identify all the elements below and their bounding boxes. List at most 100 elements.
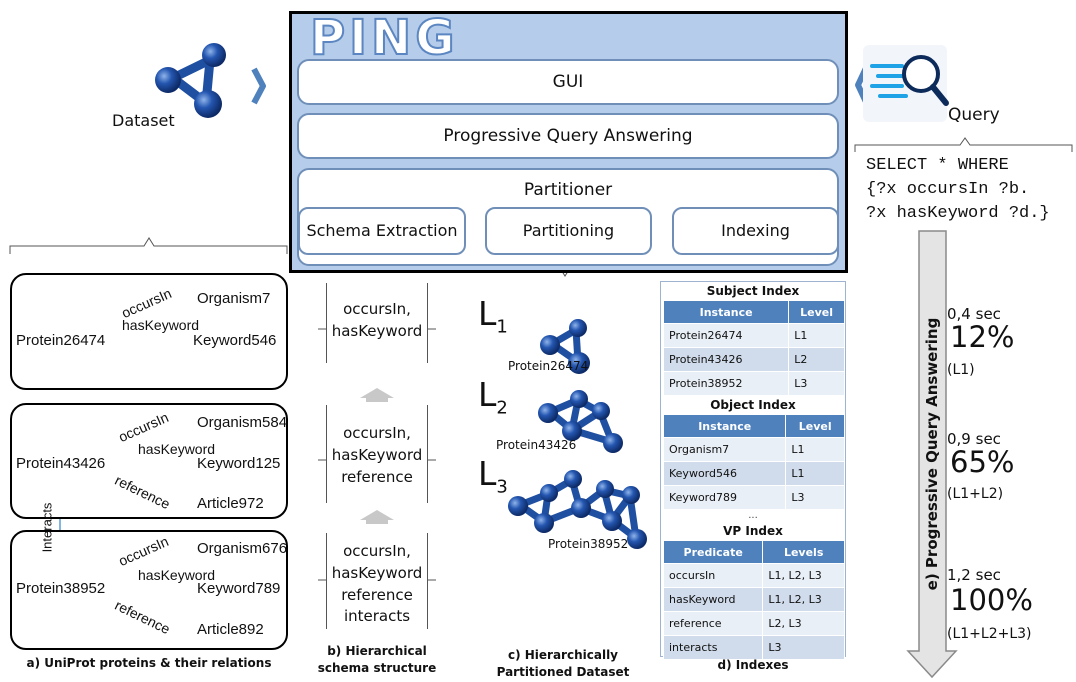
level-l2-label: L2 — [478, 375, 508, 419]
caption-line: c) Hierarchically — [507, 648, 619, 662]
caption-a: a) UniProt proteins & their relations — [26, 656, 272, 670]
partition-l1-graph — [540, 319, 590, 374]
step-1-levels: (L1) — [947, 362, 975, 378]
table-cell: L2, L3 — [762, 611, 845, 636]
sparql-query: SELECT * WHERE{?x occursIn ?b.?x hasKeyw… — [866, 154, 1050, 226]
step-3-percent: 100% — [950, 583, 1033, 617]
table-cell: L1 — [785, 437, 845, 462]
table-cell: hasKeyword — [662, 587, 764, 612]
schema-item: hasKeyword — [331, 321, 423, 340]
interacts-label: Interacts — [39, 502, 55, 553]
keyword-node: Keyword546 — [193, 332, 277, 349]
partitioning-module: Partitioning — [485, 207, 652, 255]
table-cell: Keyword789 — [662, 485, 787, 510]
protein-node: Protein43426 — [16, 455, 106, 472]
keyword-node: Keyword125 — [197, 455, 281, 472]
dataset-graph-icon — [155, 43, 226, 118]
table-cell: Protein43426 — [662, 347, 790, 372]
column-header: Level — [785, 414, 845, 438]
query-line: {?x occursIn ?b. — [866, 180, 1030, 199]
schema-extraction-module: Schema Extraction — [298, 207, 466, 255]
table-cell: reference — [662, 611, 764, 636]
step-1-time: 0,4 sec — [947, 305, 1001, 323]
vp-index-title: VP Index — [723, 524, 783, 538]
query-search-icon — [863, 45, 949, 122]
table-cell: interacts — [662, 635, 764, 660]
partition-l3-protein: Protein38952 — [548, 537, 629, 551]
caption-d: d) Indexes — [717, 658, 789, 672]
panel-a-brace — [9, 237, 288, 254]
column-header: Level — [788, 300, 845, 324]
schema-level-3: occursIn, hasKeyword reference interacts — [326, 533, 428, 629]
table-cell: Keyword546 — [662, 461, 787, 486]
step-3-time: 1,2 sec — [947, 566, 1001, 584]
caption-b: b) Hierarchical schema structure — [310, 643, 444, 678]
organism-node: Organism676 — [197, 540, 288, 557]
step-2-time: 0,9 sec — [947, 430, 1001, 448]
step-2-percent: 65% — [950, 445, 1015, 479]
protein-card-3 — [10, 530, 288, 650]
subject-index-title: Subject Index — [706, 284, 800, 298]
dataset-chevron-icon — [251, 67, 266, 105]
protein-node: Protein26474 — [16, 332, 106, 349]
column-header: Instance — [662, 414, 787, 438]
table-cell: L3 — [788, 371, 845, 396]
query-label: Query — [948, 105, 1000, 125]
schema-level-2: occursIn, hasKeyword reference — [326, 405, 428, 503]
dataset-label: Dataset — [112, 111, 175, 130]
schema-item: reference — [341, 467, 413, 486]
step-1-percent: 12% — [950, 320, 1015, 354]
column-header: Predicate — [662, 540, 764, 564]
caption-line: schema structure — [317, 661, 437, 676]
protein-card-2 — [10, 403, 288, 519]
gui-module: GUI — [297, 59, 839, 105]
protein-node: Protein38952 — [16, 580, 106, 597]
organism-node: Organism7 — [197, 290, 271, 307]
level-l3-label: L3 — [478, 454, 508, 498]
article-node: Article972 — [197, 495, 264, 512]
table-cell: L1 — [788, 323, 845, 348]
keyword-node: Keyword789 — [197, 580, 281, 597]
edge-label: hasKeyword — [138, 567, 216, 583]
article-node: Article892 — [197, 621, 264, 638]
table-cell: Protein26474 — [662, 323, 790, 348]
step-3-levels: (L1+L2+L3) — [947, 626, 1032, 642]
pqa-vertical-label: e) Progressive Query Answering — [923, 317, 941, 591]
schema-level-1: occursIn, hasKeyword — [326, 283, 428, 363]
schema-item: occursIn, — [343, 300, 411, 318]
caption-line: Partitioned Dataset — [496, 665, 630, 680]
object-index-title: Object Index — [710, 398, 796, 412]
caption-c: c) Hierarchically Partitioned Dataset — [488, 647, 638, 682]
column-header: Instance — [662, 300, 790, 324]
partition-l2-graph — [538, 390, 623, 453]
table-cell: Organism7 — [662, 437, 787, 462]
ping-system: PING GUI Progressive Query Answering Par… — [289, 9, 848, 273]
caption-line: b) Hierarchical — [327, 644, 427, 658]
organism-node: Organism584 — [197, 414, 288, 431]
table-cell: Protein38952 — [662, 371, 790, 396]
protein-card-1 — [10, 273, 288, 390]
table-cell: L1 — [785, 461, 845, 486]
query-line: SELECT * WHERE — [866, 156, 1009, 175]
schema-item: occursIn, — [343, 424, 411, 442]
ping-title: PING — [309, 9, 459, 67]
table-cell: occursIn — [662, 563, 764, 588]
schema-item: hasKeyword — [331, 445, 423, 464]
edge-label: hasKeyword — [122, 317, 200, 333]
table-cell: L1, L2, L3 — [762, 587, 845, 612]
table-cell: L3 — [762, 635, 845, 660]
table-cell: L1, L2, L3 — [762, 563, 845, 588]
pqa-module: Progressive Query Answering — [297, 113, 839, 159]
partition-l2-protein: Protein43426 — [496, 438, 577, 452]
